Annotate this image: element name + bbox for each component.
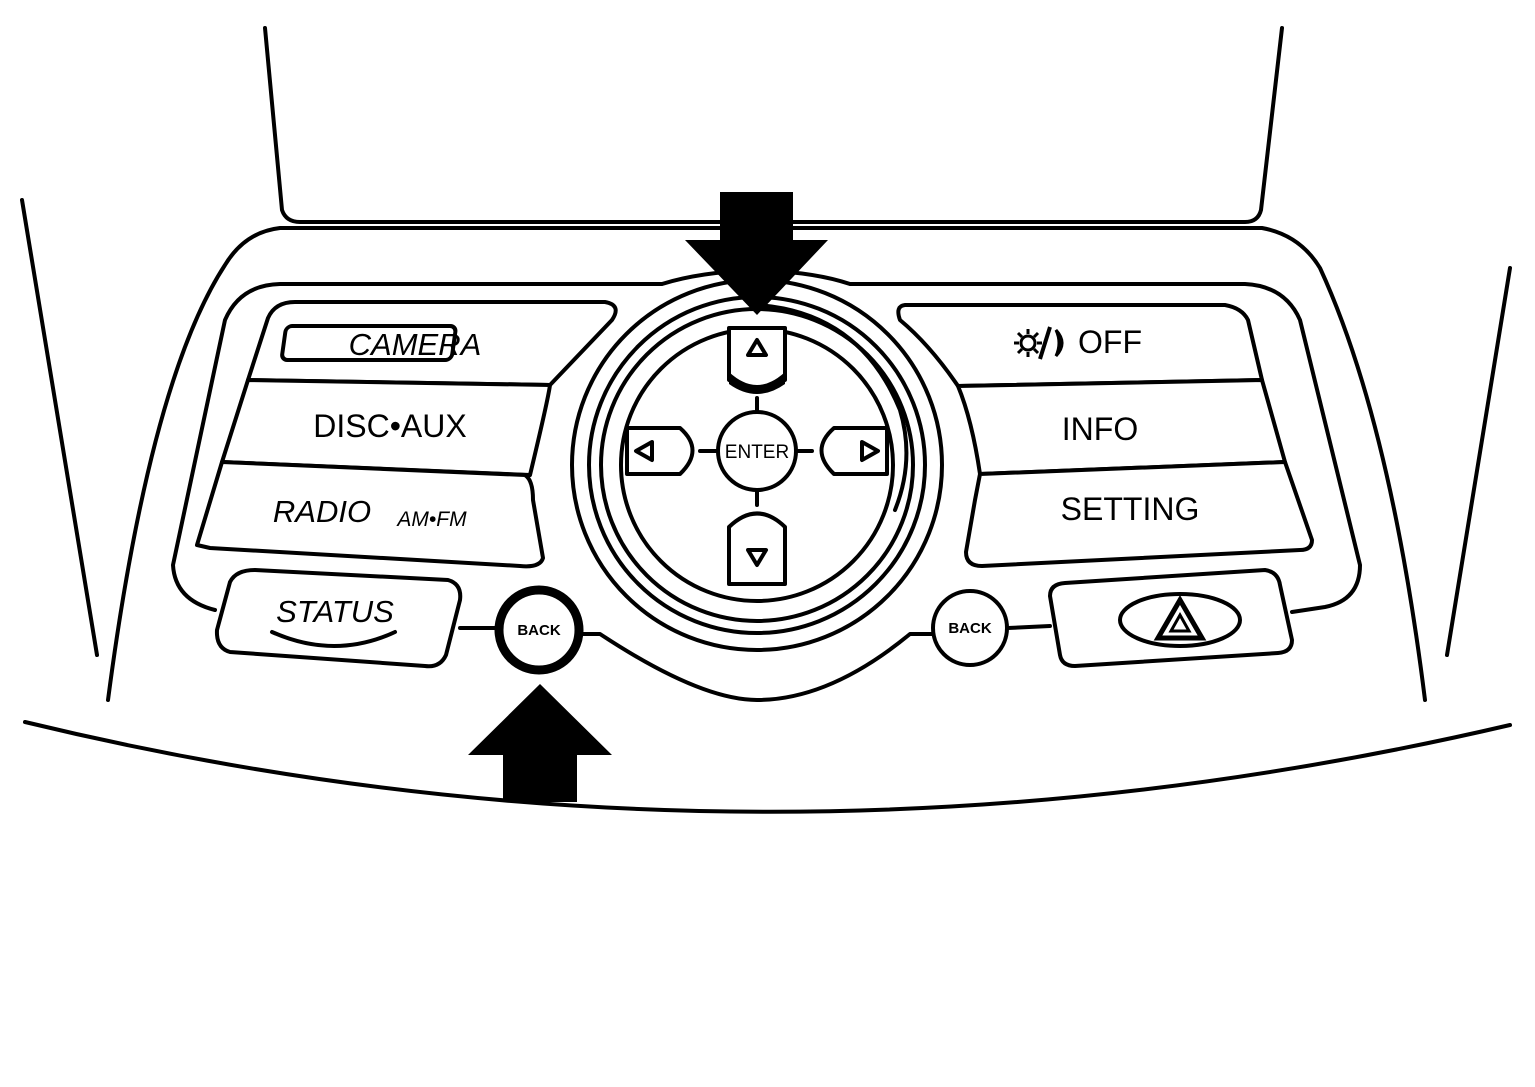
right-button[interactable] [819, 426, 889, 476]
status-swoosh [270, 630, 397, 648]
status-button[interactable] [214, 568, 463, 669]
camera-label-frame [280, 324, 458, 362]
setting-button[interactable] [964, 460, 1314, 568]
disc-aux-label: DISC•AUX [313, 408, 466, 444]
setting-label: SETTING [1061, 491, 1200, 527]
up-button-shadow [729, 372, 785, 394]
disc-aux-button[interactable] [220, 378, 552, 477]
radio-label: RADIO [273, 494, 371, 529]
arrow-down-icon [685, 192, 828, 315]
radio-button[interactable] [195, 460, 545, 569]
right-arrow-icon [860, 440, 880, 462]
radio-band-label: AM•FM [395, 508, 467, 531]
status-label: STATUS [276, 594, 394, 629]
arrow-up-icon [468, 684, 612, 802]
sun-moon-icon [1014, 326, 1064, 360]
info-label: INFO [1062, 411, 1138, 447]
left-arrow-icon [634, 440, 654, 462]
display-off-label: OFF [1078, 324, 1142, 360]
right-button-group [896, 303, 1314, 668]
up-arrow-icon [746, 338, 768, 357]
camera-label: CAMERA [349, 327, 482, 362]
hazard-triangle-icon [1153, 595, 1207, 641]
multi-function-controller [570, 278, 944, 652]
hazard-ellipse [1118, 592, 1242, 648]
back-button-right[interactable] [931, 589, 1009, 667]
back-button-left[interactable] [494, 585, 584, 675]
back-right-label: BACK [948, 620, 991, 637]
enter-button[interactable] [716, 410, 798, 492]
down-arrow-icon [746, 548, 768, 567]
enter-label: ENTER [725, 442, 789, 463]
left-button-group [195, 300, 618, 669]
left-button[interactable] [625, 426, 695, 476]
camera-button[interactable] [246, 300, 618, 387]
back-left-label: BACK [517, 622, 560, 639]
display-off-button[interactable] [896, 303, 1264, 388]
